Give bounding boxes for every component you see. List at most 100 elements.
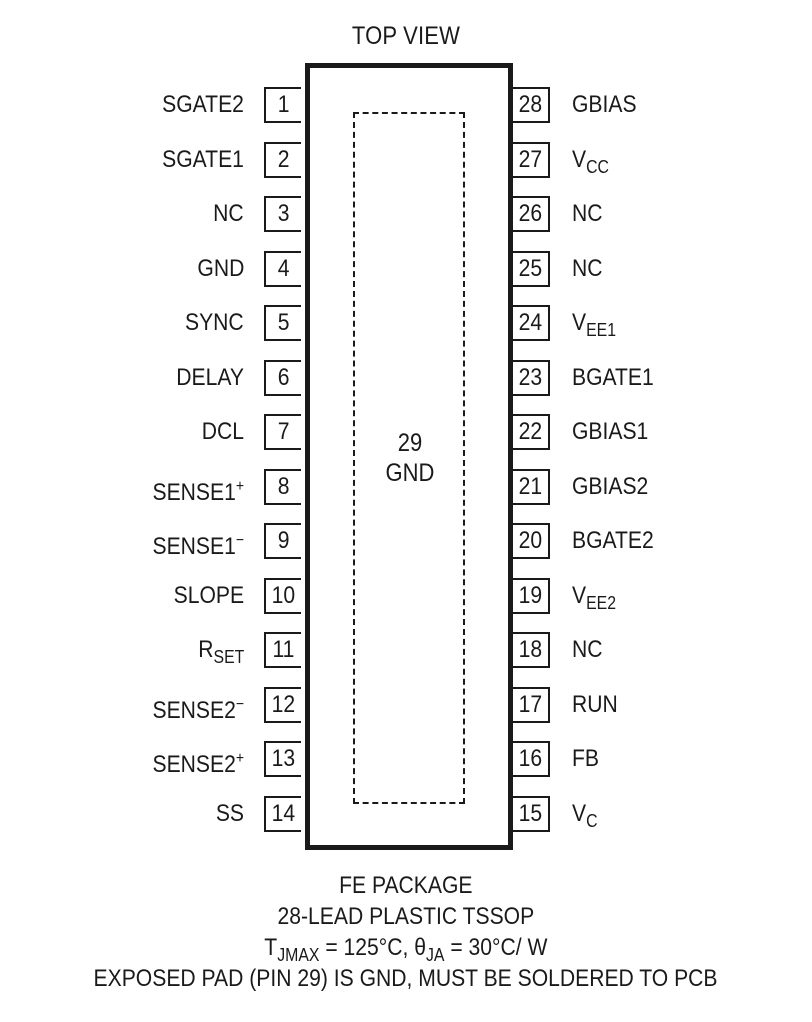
pin-number: 19 [518, 581, 543, 609]
pin-name: SYNC [185, 309, 244, 336]
pin-number: 10 [271, 581, 296, 609]
pin-number: 6 [277, 363, 290, 391]
pin-5-box: 5 [264, 305, 301, 341]
pin-8-label: SENSE1+ [152, 469, 244, 511]
pin-21-box: 21 [513, 468, 550, 505]
pin-19-label: VEE2 [572, 578, 616, 621]
pin-number: 11 [272, 636, 295, 663]
pin-number: 14 [271, 799, 296, 827]
pin-number: 4 [277, 254, 290, 282]
pin-name: V [572, 145, 587, 173]
pin-number: 3 [277, 200, 290, 227]
pin-number: 20 [518, 527, 543, 554]
pin-name: BGATE1 [572, 363, 654, 391]
pin-number: 22 [518, 418, 543, 445]
pin-1-label: SGATE2 [162, 87, 244, 123]
pin-21-label: GBIAS2 [572, 469, 648, 505]
exposed-pad-name: GND [385, 459, 435, 487]
pin-name-subscript: SET [213, 647, 244, 667]
pin-name: SGATE2 [162, 91, 244, 118]
pin-name: SENSE1 [152, 533, 236, 560]
pin-name: SS [215, 799, 244, 827]
pin-name: SLOPE [173, 581, 244, 609]
pin-24-label: VEE1 [572, 305, 616, 348]
pin-number: 5 [277, 309, 290, 336]
pin-9-box: 9 [264, 523, 301, 559]
pin-number: 24 [518, 309, 543, 336]
pin-3-label: NC [213, 196, 244, 232]
pin-name: DCL [201, 418, 244, 445]
pin-24-box: 24 [513, 305, 550, 341]
pin-26-label: NC [572, 196, 603, 232]
pin-number: 1 [277, 91, 290, 118]
pin-4-label: GND [197, 251, 244, 287]
pin-name: NC [572, 636, 603, 663]
exposed-pad-label: 29 GND [340, 428, 481, 488]
package-name: FE PACKAGE [339, 872, 473, 899]
pin-11-label: RSET [198, 632, 244, 675]
pin-25-label: NC [572, 251, 603, 287]
pin-name: GBIAS2 [572, 472, 649, 500]
pin-name-subscript: EE1 [586, 320, 617, 340]
pin-polarity: + [235, 477, 244, 495]
pin-20-box: 20 [513, 523, 550, 559]
pin-number: 13 [271, 745, 296, 772]
pin-number: 9 [277, 527, 290, 554]
pin-17-box: 17 [513, 686, 550, 723]
pin-name: R [197, 636, 214, 663]
pin-name-subscript: C [586, 810, 598, 831]
pin-name-subscript: CC [586, 156, 609, 177]
pin-number: 16 [518, 745, 543, 772]
pin-7-label: DCL [202, 414, 244, 450]
pin-6-label: DELAY [176, 360, 244, 396]
pin-5-label: SYNC [185, 305, 244, 341]
package-body [305, 63, 513, 850]
pin-name: DELAY [176, 363, 244, 391]
pin-name: V [572, 309, 587, 336]
pin-28-box: 28 [513, 87, 550, 123]
pin-8-box: 8 [264, 468, 301, 505]
pin-14-label: SS [216, 796, 244, 832]
pin-name: GND [197, 254, 244, 282]
exposed-pad-number: 29 [397, 429, 423, 457]
pin-name: SGATE1 [162, 145, 244, 173]
exposed-pad-note: EXPOSED PAD (PIN 29) IS GND, MUST BE SOL… [93, 965, 718, 992]
pin-name: RUN [572, 690, 618, 718]
pin-name: FB [572, 745, 599, 772]
pin-22-label: GBIAS1 [572, 414, 648, 450]
pin-number: 21 [518, 472, 543, 500]
pin-number: 23 [518, 363, 543, 391]
pin-name: NC [572, 200, 603, 227]
pin-12-label: SENSE2− [152, 687, 244, 729]
pin-27-box: 27 [513, 141, 550, 178]
pin-27-label: VCC [572, 142, 609, 185]
pin-name: NC [572, 254, 603, 282]
pin-name: SENSE2 [152, 751, 236, 778]
lead-type: 28-LEAD PLASTIC TSSOP [277, 903, 535, 930]
pin-26-box: 26 [513, 196, 550, 232]
pin-number: 28 [518, 91, 543, 118]
pin-16-label: FB [572, 741, 599, 777]
pin-number: 25 [518, 254, 543, 282]
pin-number: 27 [518, 145, 543, 173]
pin-4-box: 4 [264, 250, 301, 287]
pin-9-label: SENSE1− [152, 523, 244, 565]
pin-number: 8 [277, 472, 290, 500]
pin-15-box: 15 [513, 795, 550, 832]
pin-10-box: 10 [264, 577, 301, 614]
pin-19-box: 19 [513, 577, 550, 614]
pin-14-box: 14 [264, 795, 301, 832]
pin-name: BGATE2 [572, 527, 654, 554]
pin-6-box: 6 [264, 359, 301, 396]
pin-18-label: NC [572, 632, 603, 668]
pin-12-box: 12 [264, 686, 301, 723]
thermal-spec: TJMAX = 125°C, θJA = 30°C/ W [264, 934, 548, 965]
pin-number: 17 [518, 690, 543, 718]
pin-name: NC [213, 200, 244, 227]
pin-number: 26 [518, 200, 543, 227]
view-title: TOP VIEW [351, 22, 461, 50]
pin-polarity: − [235, 532, 244, 549]
pin-11-box: 11 [264, 632, 301, 668]
pin-name: SENSE2 [152, 696, 236, 724]
pin-polarity: + [235, 750, 244, 767]
